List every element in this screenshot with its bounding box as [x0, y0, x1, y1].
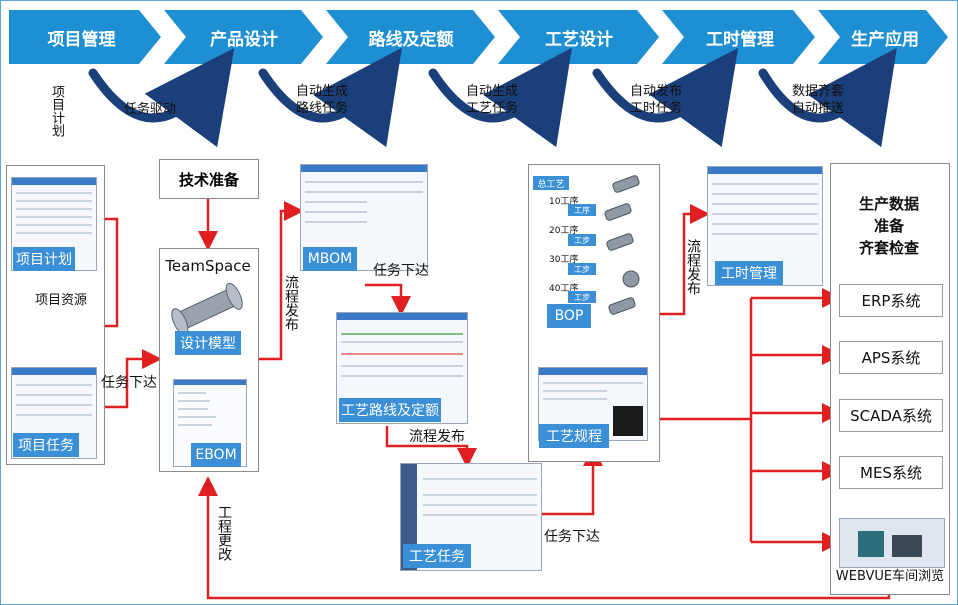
line-ptask-to-spec [541, 446, 603, 516]
tech-prep-box: 技术准备 [159, 159, 259, 199]
tag-project-task: 项目任务 [13, 433, 79, 457]
tag-ebom: EBOM [191, 443, 241, 467]
arc-caption-2: 自动生成路线任务 [295, 84, 348, 116]
bop-step-10: 10工序 [549, 197, 579, 207]
system-scada: SCADA系统 [839, 399, 943, 432]
tag-process-task: 工艺任务 [403, 544, 471, 568]
label-webvue: WEBVUE车间浏览 [835, 569, 945, 584]
arc-5 [758, 47, 897, 148]
arc-1 [88, 48, 235, 148]
stage-label-5: 工时管理 [706, 29, 774, 50]
label-flow-publish-v: 流程发布 [283, 275, 299, 331]
bop-node-4: 工步 [568, 291, 596, 303]
label-flow-publish-h: 流程发布 [409, 429, 465, 445]
mbom-screenshot [300, 164, 428, 271]
bop-step-20: 20工序 [549, 226, 579, 236]
stage-label-3: 路线及定额 [368, 29, 454, 50]
label-task-issue-1: 任务下达 [101, 375, 157, 391]
stage-label-6: 生产应用 [851, 29, 919, 50]
tag-project-plan: 项目计划 [13, 247, 75, 271]
label-task-issue-2: 任务下达 [373, 263, 429, 279]
system-mes: MES系统 [839, 456, 943, 489]
tag-spec: 工艺规程 [539, 424, 609, 448]
red-connectors [43, 198, 891, 600]
arc-caption-5: 数据齐套自动推送 [791, 84, 844, 116]
arc-caption-4: 自动发布工时任务 [629, 84, 682, 116]
line-route-to-ptask [385, 426, 477, 468]
line-mbom-to-route [365, 283, 411, 316]
arc-caption-3: 自动生成工艺任务 [465, 84, 518, 116]
webvue-screenshot [839, 518, 945, 568]
bop-node-1: 工序 [568, 204, 596, 216]
arc-3 [428, 47, 572, 148]
stage-chevron-1 [9, 10, 161, 64]
label-task-issue-3: 任务下达 [544, 529, 600, 545]
line-team-to-mbom [259, 201, 304, 361]
arc-4 [592, 47, 739, 148]
production-data-title: 生产数据 准备 齐套检查 [858, 195, 919, 257]
bop-step-30: 30工序 [549, 255, 579, 265]
stage-arcs [88, 47, 897, 148]
bop-node-root: 总工艺 [533, 176, 569, 190]
label-flow-publish-v2: 流程发布 [685, 239, 701, 295]
arc-caption-1: 任务驱动 [123, 102, 176, 117]
bop-node-3: 工步 [568, 263, 596, 275]
tag-design-model: 设计模型 [175, 331, 241, 355]
vertical-plan-label: 项目计划 [49, 85, 64, 137]
line-bop-to-hours [659, 204, 710, 316]
line-eng-change [198, 476, 891, 600]
stage-label-2: 产品设计 [210, 29, 278, 50]
tag-bop: BOP [547, 304, 591, 328]
label-eng-change: 工程更改 [216, 505, 232, 561]
bop-node-2: 工步 [568, 234, 596, 246]
tag-mbom: MBOM [303, 247, 357, 271]
system-erp: ERP系统 [839, 284, 943, 317]
tag-route: 工艺路线及定额 [339, 398, 441, 422]
tag-hours: 工时管理 [715, 261, 783, 285]
line-task-to-team [97, 349, 162, 409]
label-project-resource: 项目资源 [34, 293, 87, 308]
system-aps: APS系统 [839, 341, 943, 374]
arc-2 [258, 47, 402, 148]
stage-label-4: 工艺设计 [545, 29, 613, 50]
bop-step-40: 40工序 [549, 284, 579, 294]
stage-label-1: 项目管理 [47, 29, 116, 50]
label-teamspace: TeamSpace [165, 257, 251, 275]
